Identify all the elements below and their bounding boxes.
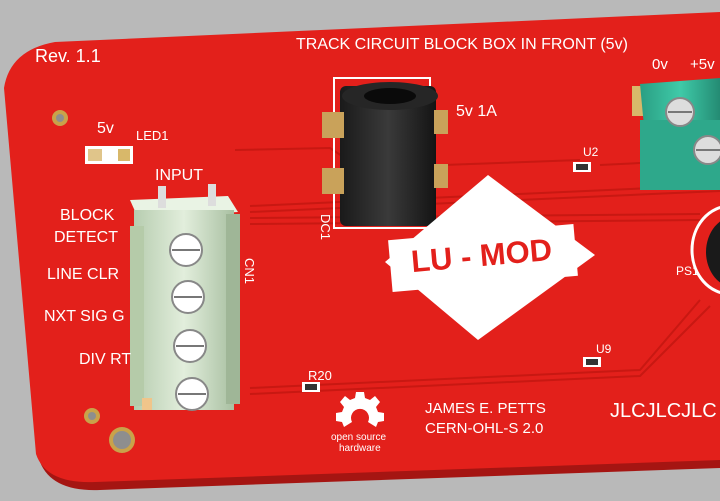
cn1-screw-3 [173, 329, 207, 363]
pin1-label-line1: BLOCK [60, 207, 115, 224]
license-label: CERN-OHL-S 2.0 [425, 420, 544, 437]
led1-component [85, 146, 133, 164]
zero-v-label: 0v [652, 56, 668, 73]
board-title: TRACK CIRCUIT BLOCK BOX IN FRONT (5v) [296, 36, 628, 53]
r20-ref-label: R20 [308, 368, 332, 383]
pin3-label: NXT SIG G [44, 308, 125, 325]
fab-mark-label: JLCJLCJLC [610, 400, 717, 422]
pin2-label: LINE CLR [47, 266, 120, 283]
ps1-ref-label: PS1 [676, 264, 699, 278]
mounting-hole-bottom [109, 427, 135, 453]
dc-ref-label: DC1 [318, 214, 333, 241]
pin4-label: DIV RT [79, 351, 132, 368]
cn1-screw-4 [175, 377, 209, 411]
r20-component [302, 382, 320, 392]
pin1-label-line2: DETECT [54, 229, 118, 246]
author-label: JAMES E. PETTS [425, 400, 546, 417]
osh-text-line1: open source [331, 432, 387, 443]
u9-ref-label: U9 [596, 342, 612, 356]
plus-5v-label: +5v [690, 56, 715, 73]
u2-ref-label: U2 [583, 145, 599, 159]
u9-component [583, 357, 601, 367]
cn1-screw-2 [171, 280, 205, 314]
revision-label: Rev. 1.1 [35, 46, 101, 66]
cn1-screw-1 [169, 233, 203, 267]
mounting-hole-top [52, 110, 68, 126]
led-voltage-label: 5v [97, 120, 114, 137]
osh-text-line2: hardware [339, 443, 381, 454]
dc-rating-label: 5v 1A [456, 103, 497, 120]
led-ref-label: LED1 [136, 128, 169, 143]
power-terminal-block [632, 78, 720, 190]
osh-gear-icon [336, 392, 384, 427]
cn-ref-label: CN1 [242, 258, 257, 285]
input-header-label: INPUT [155, 167, 203, 184]
lu-mod-band [388, 223, 578, 293]
ps1-component [690, 205, 720, 295]
dc1-barrel-jack [322, 77, 448, 229]
u2-component [573, 162, 591, 172]
mounting-hole-mid [84, 408, 100, 424]
